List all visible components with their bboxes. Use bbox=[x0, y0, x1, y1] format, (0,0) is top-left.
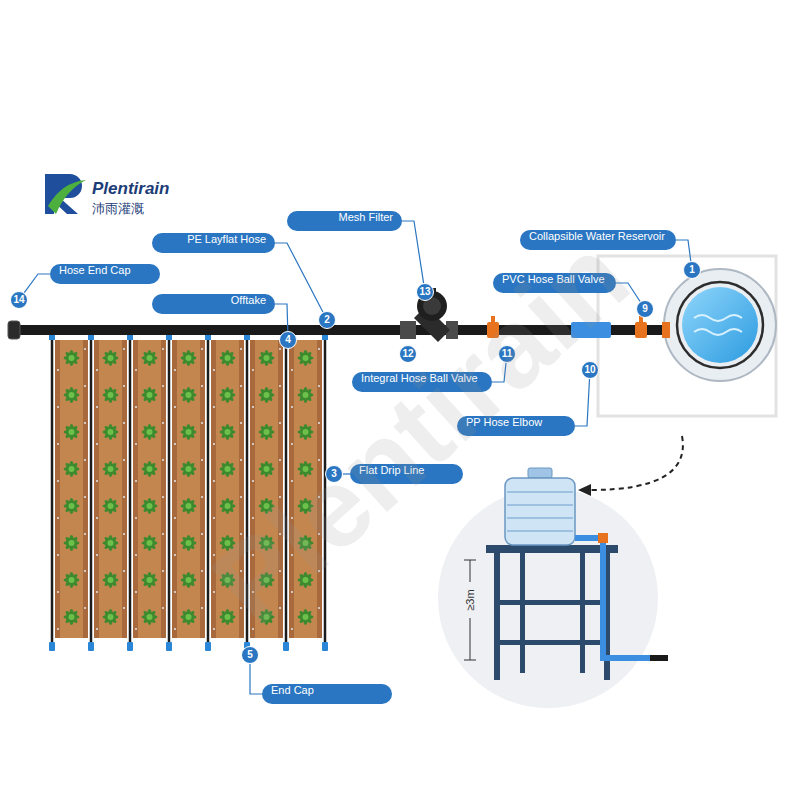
label-text: 2 bbox=[324, 312, 330, 328]
label-text: 11 bbox=[502, 346, 513, 362]
leader-line bbox=[250, 664, 262, 694]
label-text: 9 bbox=[642, 301, 648, 317]
part-label: PE Layflat Hose bbox=[152, 233, 275, 253]
dimension-label: ≥3m bbox=[464, 589, 476, 610]
label-text: End Cap bbox=[271, 684, 314, 696]
leader-line bbox=[275, 243, 323, 312]
label-text: 1 bbox=[689, 262, 695, 278]
part-label: Mesh Filter bbox=[287, 211, 402, 231]
leader-line bbox=[575, 379, 590, 426]
label-text: 10 bbox=[584, 362, 595, 378]
label-text: 14 bbox=[13, 292, 24, 308]
part-label: Hose End Cap bbox=[50, 264, 160, 284]
callout-number: 4 bbox=[279, 331, 297, 349]
callout-number: 5 bbox=[241, 646, 259, 664]
part-label: Flat Drip Line bbox=[350, 464, 463, 484]
callout-number: 3 bbox=[325, 465, 343, 483]
label-text: 4 bbox=[285, 332, 291, 348]
callout-number: 14 bbox=[10, 291, 28, 309]
brand-name-chinese: 沛雨灌溉 bbox=[92, 200, 144, 218]
label-text: Collapsible Water Reservoir bbox=[529, 230, 665, 242]
label-text: 3 bbox=[331, 466, 337, 482]
label-text: Integral Hose Ball Valve bbox=[361, 372, 478, 384]
logo-mark bbox=[45, 174, 86, 214]
callout-number: 10 bbox=[581, 361, 599, 379]
leader-line bbox=[676, 240, 691, 261]
part-label: Integral Hose Ball Valve bbox=[352, 372, 492, 392]
label-text: 12 bbox=[402, 346, 413, 362]
callout-number: 2 bbox=[318, 311, 336, 329]
label-text: Hose End Cap bbox=[59, 264, 131, 276]
label-text: Mesh Filter bbox=[339, 211, 393, 223]
part-label: Collapsible Water Reservoir bbox=[520, 230, 676, 250]
leader-line bbox=[24, 274, 50, 293]
part-label: End Cap bbox=[262, 684, 392, 704]
label-text: 13 bbox=[419, 284, 430, 300]
part-label: Offtake bbox=[152, 294, 275, 314]
callout-number: 9 bbox=[636, 300, 654, 318]
label-text: PP Hose Elbow bbox=[466, 416, 542, 428]
callout-number: 12 bbox=[399, 345, 417, 363]
brand-name: Plentirain bbox=[92, 179, 169, 199]
part-label: PP Hose Elbow bbox=[457, 416, 575, 436]
leader-line bbox=[275, 304, 288, 331]
callout-number: 11 bbox=[498, 345, 516, 363]
part-label: PVC Hose Ball Valve bbox=[493, 273, 616, 293]
callout-number: 13 bbox=[416, 283, 434, 301]
label-text: Flat Drip Line bbox=[359, 464, 424, 476]
leader-line bbox=[343, 473, 350, 474]
callout-number: 1 bbox=[683, 261, 701, 279]
label-text: 5 bbox=[247, 647, 253, 663]
leader-line bbox=[616, 283, 640, 302]
leader-line bbox=[402, 221, 424, 283]
label-text: PVC Hose Ball Valve bbox=[502, 273, 605, 285]
label-text: PE Layflat Hose bbox=[187, 233, 266, 245]
label-text: Offtake bbox=[231, 294, 266, 306]
leader-line bbox=[492, 363, 506, 382]
